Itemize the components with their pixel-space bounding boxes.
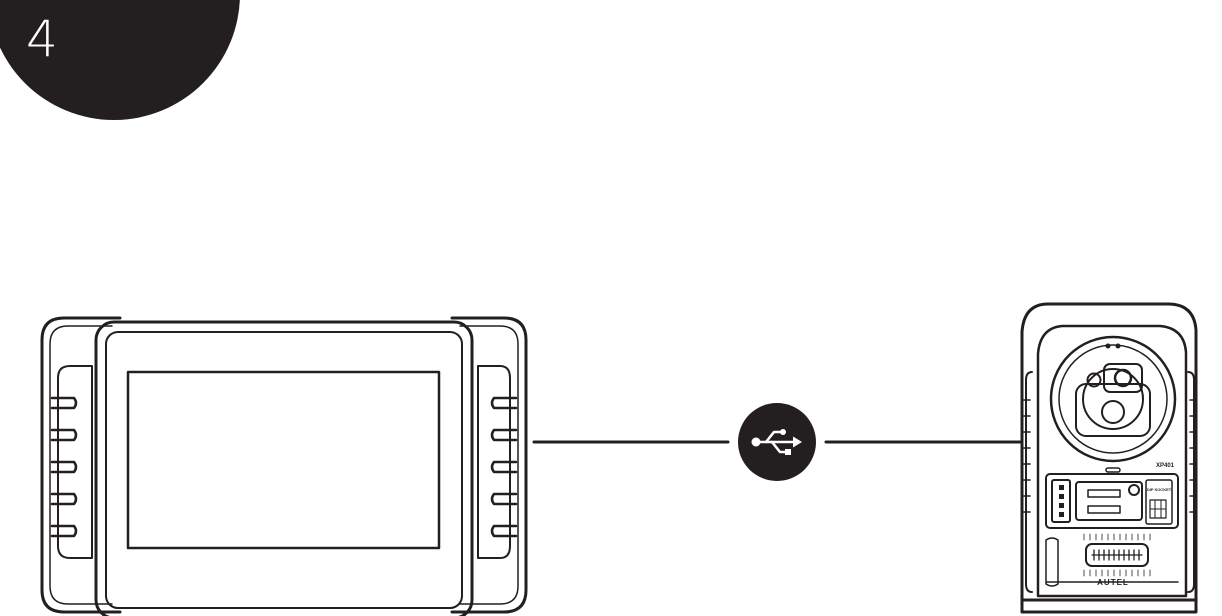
step-number: 4 [26, 10, 58, 68]
tablet-right-grips [490, 396, 518, 538]
dip-socket-label: DIP SOCKET [1147, 487, 1172, 492]
key-programmer-device: XP401 DIP SOCKET AUTEL [1020, 302, 1198, 614]
programmer-brand-label: AUTEL [1097, 578, 1129, 587]
tablet-left-grips [50, 396, 78, 538]
usb-icon [738, 403, 816, 481]
programmer-model-label: XP401 [1156, 463, 1175, 469]
tablet-device [40, 316, 528, 616]
